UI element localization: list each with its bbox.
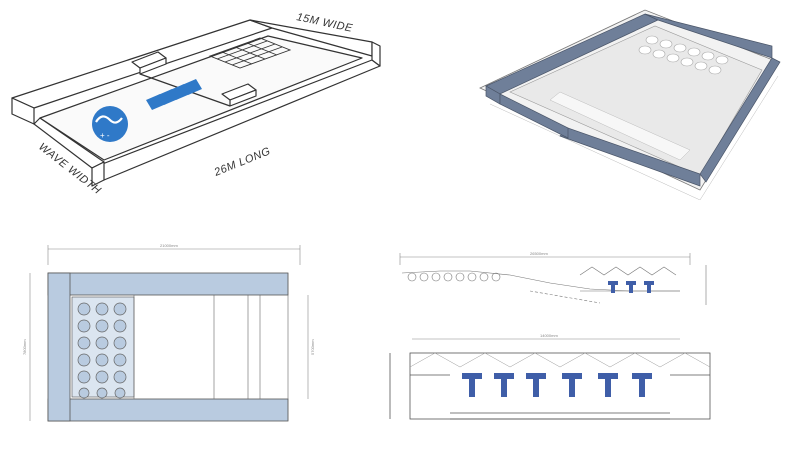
upper-pump-icons: [608, 281, 654, 293]
plan-right-dimension: 5700mm: [310, 339, 315, 355]
plan-view-drawing: 21000mm 7800mm 5700mm: [0, 225, 400, 452]
section-top-dimension: 26500mm: [530, 251, 548, 256]
wave-direction-arrows: [146, 79, 202, 110]
plan-top-dimension: 21000mm: [160, 243, 178, 248]
length-label: 26M LONG: [212, 145, 273, 179]
plan-left-dimension: 7800mm: [22, 339, 27, 355]
plan-pods: [71, 296, 135, 399]
wave-icon: + -: [92, 106, 128, 142]
long-section: [401, 265, 707, 305]
isometric-sketch: + - 15M WIDE 26M LONG WAVE WIDTH: [0, 0, 400, 200]
section-view-drawings: 26500mm 14000mm: [380, 225, 800, 452]
pod-grid: [208, 37, 292, 69]
section-lower-dimension: 14000mm: [540, 333, 558, 338]
isometric-render: [400, 0, 800, 200]
svg-text:+ -: + -: [100, 131, 110, 140]
cross-section: [389, 352, 711, 420]
render-pods: [638, 35, 729, 75]
lower-pump-icons: [462, 373, 652, 397]
